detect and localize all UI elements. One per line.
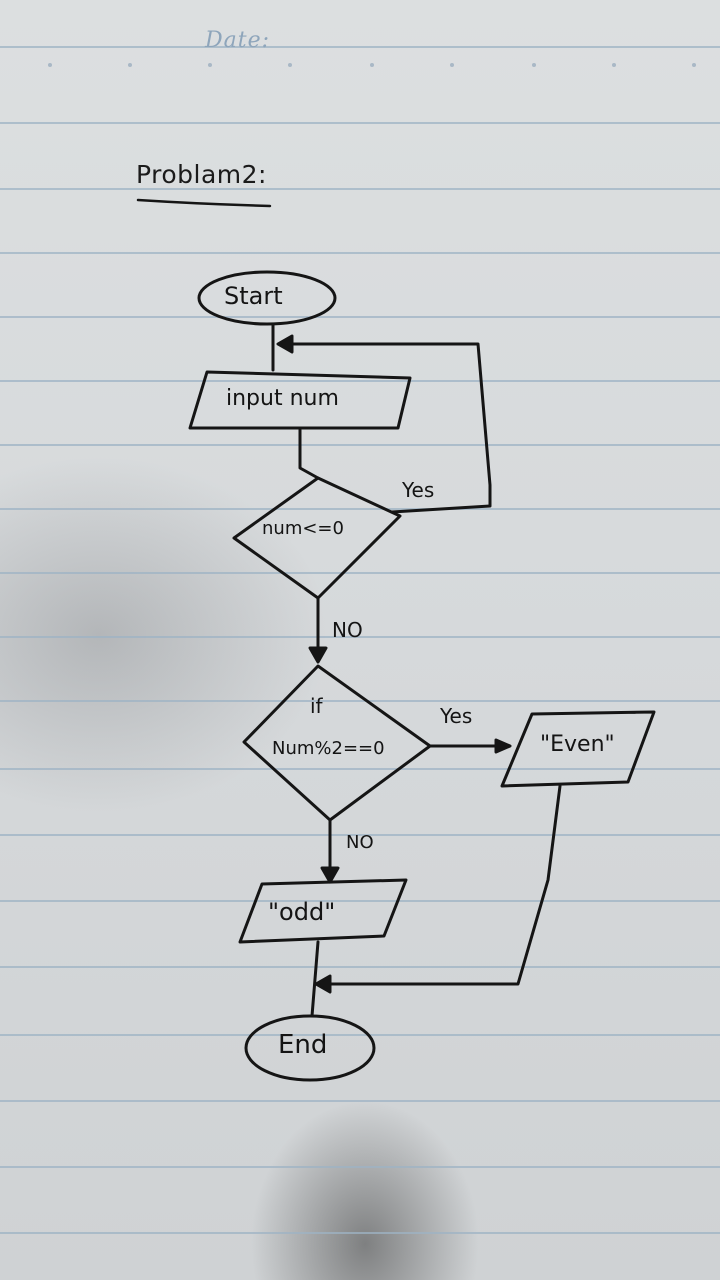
odd-output-label: "odd"	[268, 898, 336, 926]
rule-line	[0, 768, 720, 770]
loop-back-arrow	[278, 342, 492, 514]
rule-line	[0, 1034, 720, 1036]
decision-negative-label: num<=0	[262, 518, 344, 539]
decision-even-label: Num%2==0	[272, 738, 385, 759]
rule-line	[0, 122, 720, 124]
arrowhead	[494, 738, 512, 754]
decision-even-if-label: if	[310, 694, 323, 718]
rule-line	[0, 834, 720, 836]
rule-line	[0, 252, 720, 254]
rule-line	[0, 1166, 720, 1168]
edge-no-label: NO	[346, 832, 374, 853]
header-dot	[612, 63, 616, 67]
start-terminal	[197, 270, 337, 326]
rule-line	[0, 46, 720, 48]
rule-line	[0, 1100, 720, 1102]
header-dot	[288, 63, 292, 67]
header-dot	[532, 63, 536, 67]
rule-line	[0, 636, 720, 638]
even-output-box	[500, 710, 656, 788]
odd-output-box	[238, 878, 408, 944]
end-terminal	[244, 1014, 376, 1082]
input-label: input num	[226, 386, 339, 411]
header-dot	[128, 63, 132, 67]
page-title: Problam2:	[136, 160, 267, 189]
rule-line	[0, 508, 720, 510]
rule-line	[0, 188, 720, 190]
rule-line	[0, 1232, 720, 1234]
header-dot	[208, 63, 212, 67]
rule-line	[0, 380, 720, 382]
rule-line	[0, 966, 720, 968]
flow-arrow	[298, 428, 320, 480]
arrowhead	[314, 974, 332, 994]
hand-shadow	[250, 1100, 480, 1280]
rule-line	[0, 444, 720, 446]
rule-line	[0, 316, 720, 318]
header-dot	[370, 63, 374, 67]
rule-line	[0, 900, 720, 902]
hand-shadow	[0, 455, 330, 815]
arrowhead	[308, 646, 328, 664]
start-label: Start	[224, 282, 283, 310]
rule-line	[0, 700, 720, 702]
edge-no-label: NO	[332, 618, 363, 642]
flow-arrow	[310, 940, 320, 1018]
title-underline	[136, 198, 272, 208]
even-output-label: "Even"	[540, 732, 615, 757]
input-box	[188, 370, 412, 430]
header-dot	[692, 63, 696, 67]
header-dot	[450, 63, 454, 67]
arrowhead	[276, 334, 294, 354]
end-label: End	[278, 1030, 328, 1060]
arrowhead	[320, 866, 340, 884]
header-dot	[48, 63, 52, 67]
edge-yes-label: Yes	[402, 478, 435, 502]
date-label: Date:	[205, 28, 271, 53]
rule-line	[0, 572, 720, 574]
merge-line	[316, 784, 562, 986]
edge-yes-label: Yes	[440, 704, 473, 728]
